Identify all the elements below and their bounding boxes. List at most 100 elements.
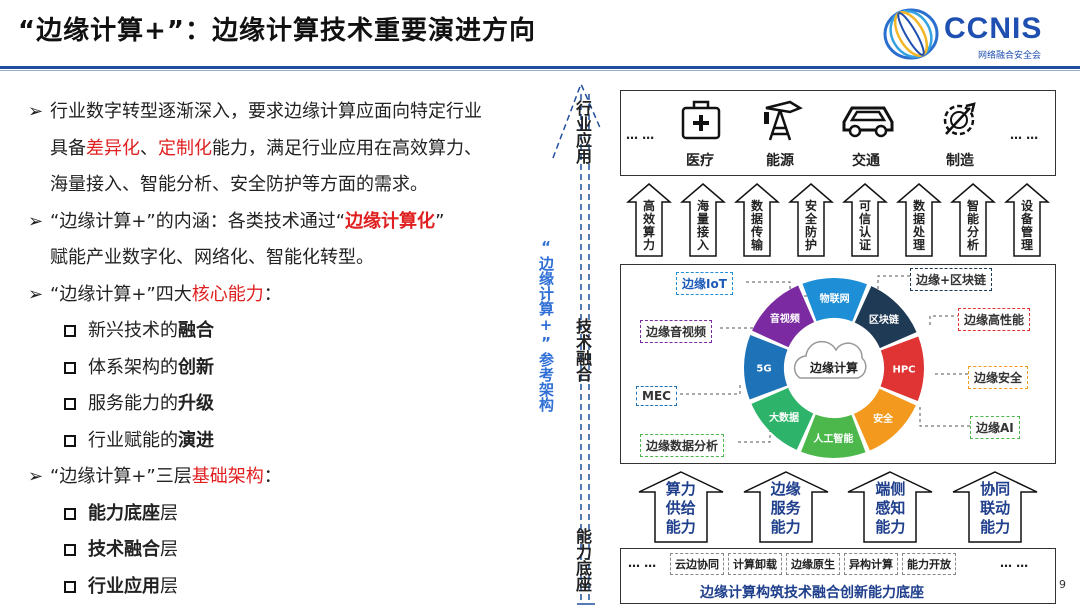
ring-segment-label: 人工智能 [813,432,853,445]
ring-segment [802,278,867,322]
base-pillar-label: 协同联动能力 [980,480,1011,536]
technology-fusion-panel [620,264,1056,464]
page-title: “边缘计算+”：边缘计算技术重要演进方向 [18,16,536,46]
square-bullet-icon [64,580,76,593]
base-pillar-arrow [638,471,724,543]
bullet-2: ➢“边缘计算+”的内涵：各类技术通过“边缘计算化” [28,204,548,241]
capability-label: 海量接入 [696,199,709,252]
industry-label-transport: 交通 [852,153,880,169]
capability-label: 数据处理 [912,199,925,252]
car-icon [842,106,894,138]
base-ellipsis-left: … … [628,556,657,570]
layer-label-application: 行业应用 [573,100,592,164]
bullet-list: ➢行业数字转型逐渐深入，要求边缘计算应面向特定行业 具备差异化、定制化能力，满足… [28,94,548,605]
capability-arrow [842,183,888,257]
capability-label: 数据传输 [750,199,763,252]
tag-edge-security: 边缘安全 [968,366,1029,389]
bullet-1-line2: 具备差异化、定制化能力，满足行业应用在高效算力、 [50,137,482,159]
capability-label: 高效算力 [642,199,655,252]
ring-segment [853,388,916,451]
ring-segment [880,336,924,401]
sub-bullet-2: 体系架构的创新 [28,350,548,387]
base-pillar-arrow [848,471,933,543]
square-bullet-icon [64,507,76,520]
bullet-3: ➢“边缘计算+”四大核心能力： [28,277,548,314]
capability-label: 可信认证 [858,199,871,252]
ellipsis-right: … … [1010,128,1039,142]
cloud-icon [793,340,867,379]
medical-kit-icon [681,100,721,140]
industry-label-energy: 能源 [766,153,794,169]
title-underline-thin [0,70,1080,71]
base-chip: 异构计算 [844,553,898,575]
capability-arrow [680,183,726,257]
capability-arrow [734,183,780,257]
capability-arrow [626,183,672,257]
base-pillar-arrow [952,471,1038,543]
ellipsis-left: … … [626,128,655,142]
sub-bullet-1: 新兴技术的融合 [28,313,548,350]
base-title: 边缘计算构筑技术融合创新能力底座 [700,585,924,601]
bullet-4: ➢“边缘计算+”三层基础架构： [28,459,548,496]
capability-label: 智能分析 [966,199,979,252]
ring-segment [744,335,788,400]
tag-edge-data-analysis: 边缘数据分析 [640,434,725,457]
square-bullet-icon [64,434,76,447]
square-bullet-icon [64,544,76,556]
arrow-bullet-icon: ➢ [28,283,44,305]
tag-mec: MEC [636,386,677,406]
industry-label-medical: 医疗 [686,153,714,169]
base-chip: 边缘原生 [786,553,840,575]
capability-arrow [788,183,834,257]
base-ellipsis-right: … … [1000,556,1029,570]
ring-segment-label: 大数据 [769,411,799,424]
capability-base-panel [620,548,1056,604]
capability-arrow [1004,183,1050,257]
base-pillars-row: 算力供给能力边缘服务能力端侧感知能力协同联动能力 [620,470,1056,544]
layer-label-base: 能力底座 [573,528,592,592]
sub-bullet-3: 服务能力的升级 [28,386,548,423]
page-number: 9 [1059,578,1066,591]
logo-subtext: 网络融合安全会 [978,51,1042,61]
arrow-bullet-icon: ➢ [28,466,44,487]
capability-arrow [950,183,996,257]
layer-bullet-2: 技术融合层 [28,532,548,569]
reference-architecture-label: “边缘计算+”参考架构 [537,238,555,412]
square-bullet-icon [64,398,76,410]
capability-label: 设备管理 [1020,199,1033,252]
base-chip: 能力开放 [902,553,956,575]
base-pillar-arrow [743,471,828,543]
layer-label-technology: 技术融合 [573,318,592,382]
globe-logo-icon [883,8,939,60]
capability-label: 安全防护 [804,199,817,252]
bullet-1: ➢行业数字转型逐渐深入，要求边缘计算应面向特定行业 [28,94,548,131]
base-chip: 云边协同 [670,553,724,575]
ring-segment-label: 区块链 [869,313,900,326]
tag-edge-hpc: 边缘高性能 [958,308,1031,331]
ring-segment-label: 物联网 [820,292,850,305]
ring-segment [801,414,866,458]
layer-bullet-3: 行业应用层 [28,569,548,606]
square-bullet-icon [64,361,76,374]
ring-center-label: 边缘计算 [809,360,858,375]
tag-edge-av: 边缘音视频 [640,320,713,343]
ring-segment [854,286,917,349]
arrow-bullet-icon: ➢ [28,101,44,122]
base-chip-row: 云边协同计算卸载边缘原生异构计算能力开放 [668,553,958,575]
capability-arrows-row: 高效算力 海量接入 数据传输 安全防护 可信认证 数据处理 智能分析 设备管理 [618,182,1058,258]
layer-bullet-1: 能力底座层 [28,496,548,533]
ring-segment-label: HPC [892,365,915,376]
tag-edge-blockchain: 边缘+区块链 [910,268,993,291]
ring-segment-label: 5G [756,363,771,374]
arrow-bullet-icon: ➢ [28,210,44,232]
gear-wrench-icon [943,102,976,136]
oil-pump-icon [764,100,803,141]
ring-segment-label: 音视频 [770,312,800,325]
capability-arrow [896,183,942,257]
industry-application-panel [620,90,1056,176]
title-underline [0,66,1080,69]
tag-edge-ai: 边缘AI [970,416,1020,439]
base-pillar-label: 边缘服务能力 [770,480,801,536]
ring-segment-label: 安全 [873,412,894,425]
